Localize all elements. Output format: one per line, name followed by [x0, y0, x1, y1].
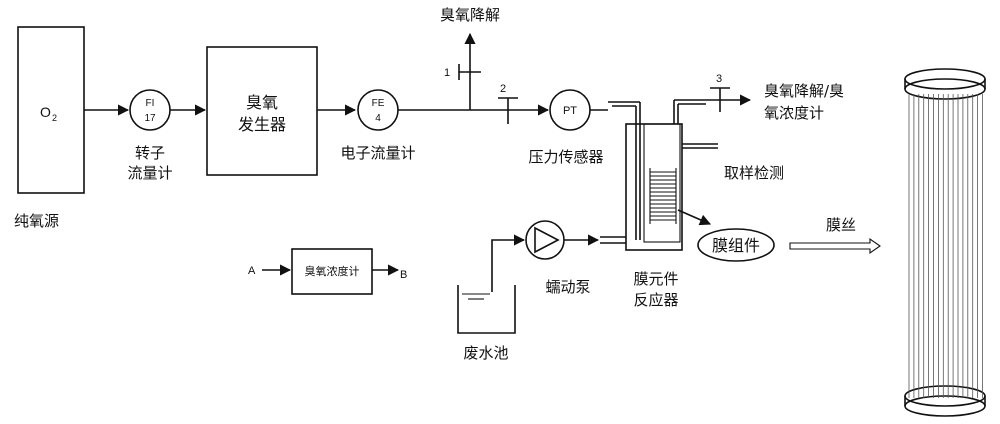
outlet-label-line2: 氧浓度计: [764, 104, 824, 122]
electronic-flowmeter-label: 电子流量计: [340, 144, 415, 162]
ozone-generator-box: [206, 46, 318, 176]
peristaltic-pump-triangle: [534, 226, 560, 254]
electronic-flowmeter-tag-bottom: 4: [375, 113, 381, 124]
membrane-reactor-inner: [643, 123, 681, 243]
membrane-fiber-label: 膜丝: [826, 216, 856, 234]
rotameter-tag-top: FI: [146, 98, 155, 109]
electronic-flowmeter-tag-top: FE: [372, 98, 385, 109]
valve-1-label: 1: [444, 67, 450, 79]
legend-meter-box: [291, 248, 373, 295]
valve-2-label: 2: [500, 83, 506, 95]
membrane-coil: [649, 168, 677, 224]
oxygen-source-label: 纯氧源: [14, 212, 59, 230]
membrane-reactor-outer: [625, 123, 683, 251]
rotameter-label-line2: 流量计: [127, 164, 172, 182]
valve-3-label: 3: [716, 73, 722, 85]
pressure-sensor-tag: PT: [563, 105, 577, 117]
ozone-generator-label-line1: 臭氧: [246, 93, 278, 112]
pipe-tank-to-pump: [491, 234, 526, 292]
rotameter-symbol: [129, 89, 171, 131]
legend-meter-label: 臭氧浓度计: [305, 264, 360, 278]
wastewater-tank: [457, 285, 516, 334]
sampling-label: 取样检测: [724, 164, 784, 182]
legend-input-label: A: [248, 265, 256, 277]
membrane-module-pointer: [677, 209, 712, 226]
wastewater-tank-label: 废水池: [463, 344, 508, 362]
pressure-sensor-label: 压力传感器: [528, 148, 603, 166]
ozone-decomposition-top-label: 臭氧降解: [440, 6, 500, 24]
oxygen-source-formula: O: [40, 104, 51, 120]
membrane-fibers: [908, 94, 983, 398]
reactor-label-line1: 膜元件: [633, 270, 678, 288]
oxygen-source-subscript: 2: [52, 113, 57, 123]
membrane-module-ellipse: [697, 228, 775, 262]
membrane-fiber-bundle: [904, 68, 986, 417]
reactor-label-line2: 反应器: [633, 291, 678, 309]
peristaltic-pump-label: 蠕动泵: [545, 278, 590, 296]
legend-output-label: B: [400, 269, 407, 281]
electronic-flowmeter-symbol: [357, 89, 399, 131]
rotameter-label-line1: 转子: [135, 144, 165, 162]
outlet-label-line1: 臭氧降解/臭: [764, 82, 844, 100]
oxygen-source-box: [17, 26, 85, 194]
membrane-module-label: 膜组件: [712, 236, 760, 255]
rotameter-tag-bottom: 17: [144, 113, 156, 124]
membrane-fiber-arrow: [789, 237, 881, 255]
ozone-generator-label-line2: 发生器: [238, 115, 286, 134]
